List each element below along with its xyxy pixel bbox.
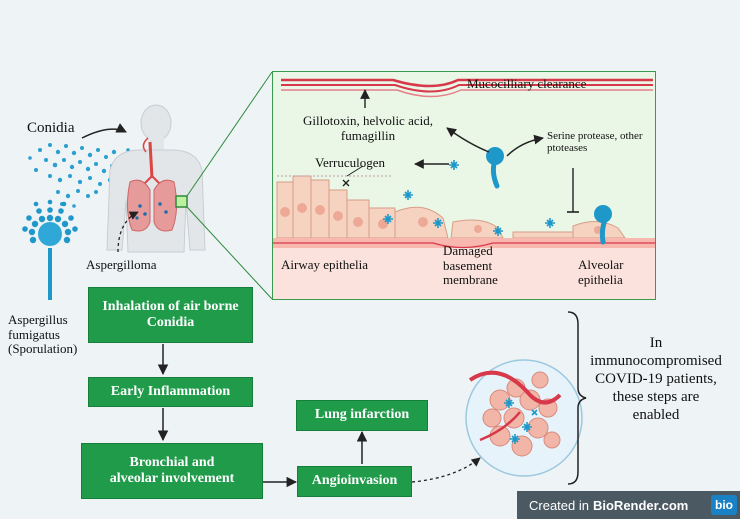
airway-epithelia-label: Airway epithelia — [281, 257, 368, 272]
alveolar-epithelia-label: Alveolar epithelia — [578, 257, 624, 287]
verruculogen-label: Verruculogen — [315, 155, 386, 170]
right-brace — [567, 311, 587, 485]
aspergillus-label: Aspergillus fumigatus (Sporulation) — [8, 312, 78, 357]
aspergilloma-arrow — [117, 211, 139, 253]
early-inflammation-box: Early Inflammation — [88, 377, 253, 407]
watermark-prefix: Created in — [529, 497, 589, 513]
angio-to-vessel-arrow — [411, 457, 481, 483]
basement-membrane-label: Damaged basement membrane — [443, 243, 498, 288]
toxins-label: Gillotoxin, helvolic acid, fumagillin — [303, 113, 433, 143]
bronchial-alveolar-box: Bronchial and alveolar involvement — [81, 443, 263, 499]
lung-infarction-box: Lung infarction — [296, 400, 428, 431]
aspergillus-fungus-icon — [22, 199, 78, 300]
inhalation-box: Inhalation of air borne Conidia — [88, 287, 253, 343]
airway-inset: Mucocilliary clearance Gillotoxin, helvo… — [272, 71, 656, 300]
conidia-label: Conidia — [27, 120, 75, 136]
mucocilliary-label: Mucocilliary clearance — [467, 76, 587, 91]
airway-tissue-drawing — [273, 78, 655, 299]
lung-blood-vessel-icon — [465, 359, 583, 477]
serine-protease-label: Serine protease, other ptoteases — [547, 130, 643, 155]
biorender-watermark[interactable]: Created in BioRender.com bio — [517, 491, 740, 519]
conidia-arrow — [81, 123, 127, 139]
watermark-brand: BioRender.com — [592, 497, 689, 513]
angioinvasion-box: Angioinvasion — [297, 466, 412, 497]
aspergilloma-label: Aspergilloma — [86, 257, 157, 272]
biorender-logo-icon: bio — [711, 495, 737, 515]
immunocompromised-note: In immunocompromised COVID-19 patients, … — [590, 335, 722, 423]
human-torso-icon — [106, 104, 206, 253]
